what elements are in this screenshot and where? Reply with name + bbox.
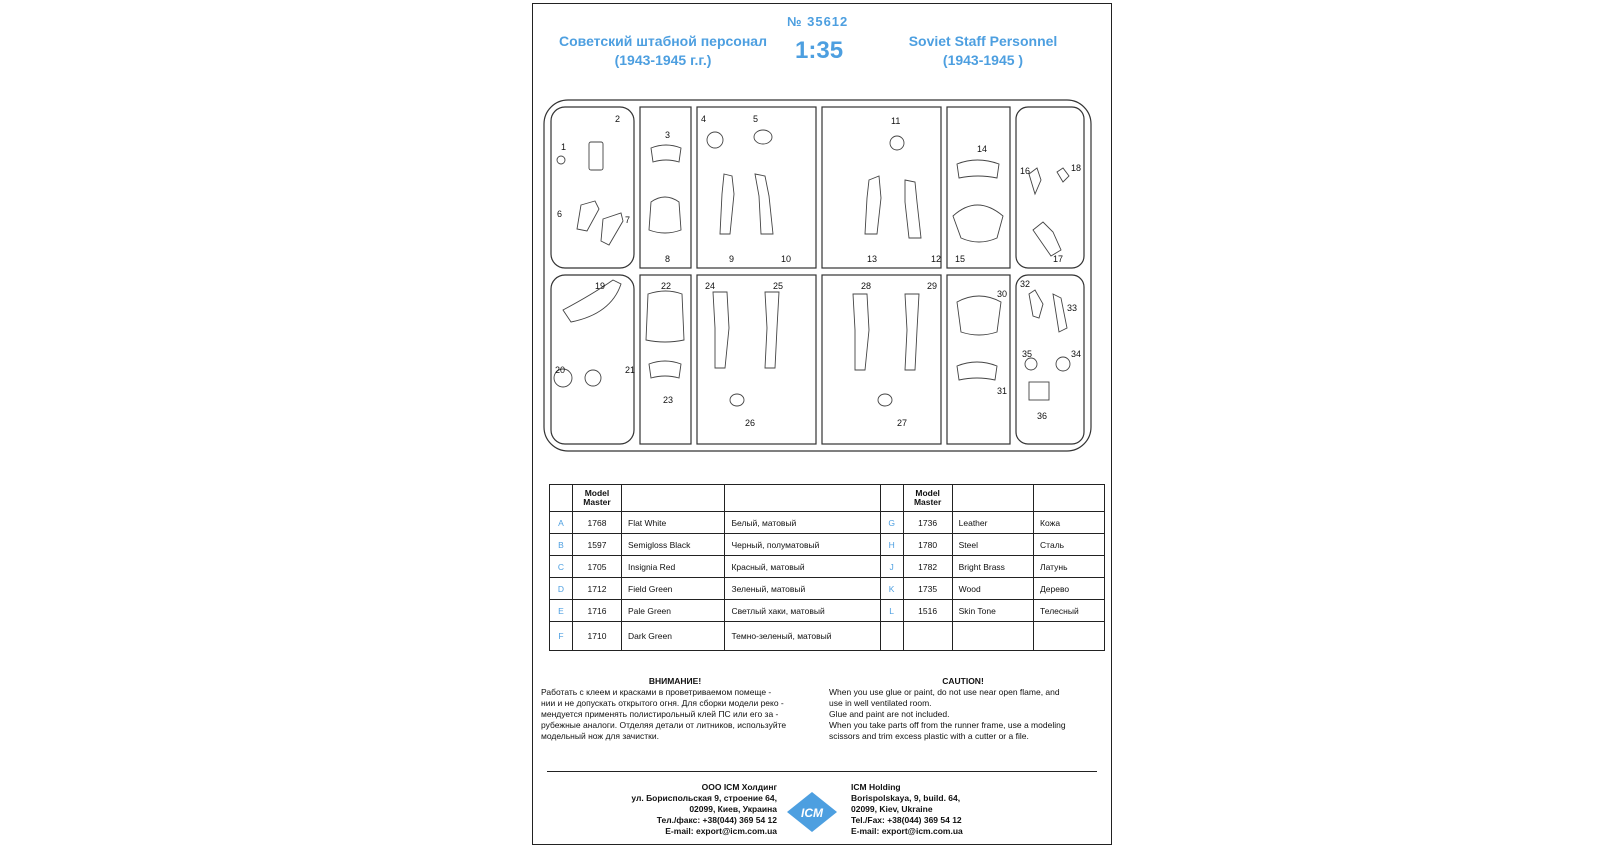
warning-ru-line: рубежные аналоги. Отделяя детали от литн… xyxy=(541,720,787,730)
part-label: 23 xyxy=(663,395,673,405)
part-label: 9 xyxy=(729,254,734,264)
part-label: 35 xyxy=(1022,349,1032,359)
warning-en-line: When you use glue or paint, do not use n… xyxy=(829,687,1060,697)
title-en-line2: (1943-1945 ) xyxy=(942,52,1024,68)
part-label: 12 xyxy=(931,254,941,264)
part-label: 7 xyxy=(625,215,630,225)
part-label: 29 xyxy=(927,281,937,291)
part-label: 21 xyxy=(625,365,635,375)
part-label: 34 xyxy=(1071,349,1081,359)
runner-frame xyxy=(543,99,1092,452)
paint-row: A 1768 Flat White Белый, матовый G 1736 … xyxy=(549,511,1105,534)
paint-row: D 1712 Field Green Зеленый, матовый K 17… xyxy=(549,577,1105,600)
paint-row: C 1705 Insignia Red Красный, матовый J 1… xyxy=(549,555,1105,578)
part-label: 14 xyxy=(977,144,987,154)
part-label: 15 xyxy=(955,254,965,264)
part-label: 27 xyxy=(897,418,907,428)
warning-ru-line: Работать с клеем и красками в проветрива… xyxy=(541,687,772,697)
warning-ru: ВНИМАНИЕ! Работать с клеем и красками в … xyxy=(541,676,809,742)
warning-en-line: scissors and trim excess plastic with a … xyxy=(829,731,1029,741)
part-label: 31 xyxy=(997,386,1007,396)
part-label: 3 xyxy=(665,130,670,140)
part-label: 28 xyxy=(861,281,871,291)
part-label: 22 xyxy=(661,281,671,291)
warning-en-line: use in well ventilated room. xyxy=(829,698,932,708)
part-label: 11 xyxy=(891,116,900,126)
title-ru-line1: Советский штабной персонал xyxy=(559,33,767,49)
part-label: 4 xyxy=(701,114,706,124)
part-label: 8 xyxy=(665,254,670,264)
figure-parts xyxy=(553,129,1071,407)
part-label: 20 xyxy=(555,365,565,375)
part-label: 26 xyxy=(745,418,755,428)
kit-number: № 35612 xyxy=(787,14,849,29)
warning-ru-line: нии и не допускать открытого огня. Для с… xyxy=(541,698,784,708)
instruction-sheet: № 35612 1:35 Советский штабной персонал … xyxy=(532,3,1112,845)
part-label: 10 xyxy=(781,254,791,264)
warning-ru-line: модельный нож для зачистки. xyxy=(541,731,659,741)
kit-scale: 1:35 xyxy=(795,37,844,64)
paint-row: F 1710 Dark Green Темно-зеленый, матовый xyxy=(549,621,1105,651)
part-label: 18 xyxy=(1071,163,1081,173)
warning-ru-line: мендуется применять полистирольный клей … xyxy=(541,709,779,719)
part-label: 13 xyxy=(867,254,877,264)
part-label: 36 xyxy=(1037,411,1047,421)
part-label: 24 xyxy=(705,281,715,291)
part-label: 33 xyxy=(1067,303,1077,313)
warning-en-line: Glue and paint are not included. xyxy=(829,709,950,719)
warning-en-line: When you take parts off from the runner … xyxy=(829,720,1066,730)
paint-row: B 1597 Semigloss Black Черный, полуматов… xyxy=(549,533,1105,556)
part-label: 19 xyxy=(595,281,605,291)
title-ru: Советский штабной персонал (1943-1945 г.… xyxy=(543,32,783,70)
logo-text: ICM xyxy=(801,806,824,820)
warning-en-title: CAUTION! xyxy=(942,676,984,686)
sprue-frame-diagram: 1 2 3 4 5 6 7 8 9 10 11 12 13 14 15 16 1… xyxy=(543,99,1092,452)
title-en-line1: Soviet Staff Personnel xyxy=(908,33,1058,49)
part-label: 1 xyxy=(561,142,566,152)
part-label: 30 xyxy=(997,289,1007,299)
warning-en: CAUTION! When you use glue or paint, do … xyxy=(829,676,1097,742)
address-en: ICM Holding Borispolskaya, 9, build. 64,… xyxy=(851,782,963,836)
part-label: 17 xyxy=(1053,254,1063,264)
title-ru-line2: (1943-1945 г.г.) xyxy=(614,52,712,68)
part-label: 2 xyxy=(615,114,620,124)
part-label: 6 xyxy=(557,209,562,219)
paint-row: E 1716 Pale Green Светлый хаки, матовый … xyxy=(549,599,1105,622)
icm-logo: ICM xyxy=(787,792,837,832)
title-en: Soviet Staff Personnel (1943-1945 ) xyxy=(863,32,1103,70)
part-label: 25 xyxy=(773,281,783,291)
address-ru: ООО ICM Холдинг ул. Бориспольская 9, стр… xyxy=(631,782,777,836)
footer-divider xyxy=(547,771,1097,772)
part-label: 16 xyxy=(1020,166,1030,176)
part-label: 5 xyxy=(753,114,758,124)
part-number-labels: 1 2 3 4 5 6 7 8 9 10 11 12 13 14 15 16 1… xyxy=(555,114,1081,428)
warning-ru-title: ВНИМАНИЕ! xyxy=(648,676,702,686)
part-label: 32 xyxy=(1020,279,1030,289)
